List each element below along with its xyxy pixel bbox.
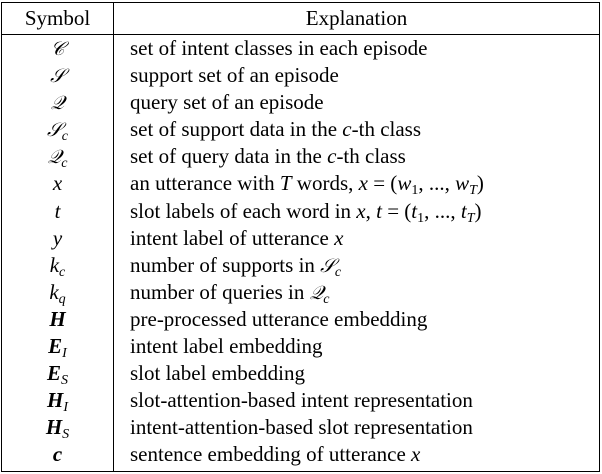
symbol-cell: kc (49, 252, 66, 280)
table-row: HS intent-attention-based slot represent… (2, 414, 599, 443)
explanation-cell: set of intent classes in each episode (130, 36, 428, 60)
explanation-cell: query set of an episode (130, 90, 324, 115)
table-body: 𝒞 set of intent classes in each episode … (2, 35, 599, 469)
explanation-cell: support set of an episode (130, 63, 339, 88)
symbol-cell: x (52, 171, 63, 196)
table-row: 𝒮 support set of an episode (2, 62, 599, 89)
explanation-cell: intent-attention-based slot representati… (130, 415, 473, 440)
header-explanation: Explanation (305, 6, 408, 30)
explanation-cell: set of query data in the c-th class (130, 144, 406, 169)
table-row: EI intent label embedding (2, 333, 599, 362)
symbol-cell: HS (45, 415, 70, 443)
explanation-cell: set of support data in the c-th class (130, 117, 422, 142)
symbol-cell: t (54, 198, 61, 223)
explanation-cell: sentence embedding of utterance x (130, 442, 421, 467)
symbol-cell: 𝒬c (47, 146, 68, 172)
header-symbol: Symbol (24, 6, 91, 30)
table-row: x an utterance with T words, x = (w1, ..… (2, 170, 599, 199)
table-row: H pre-processed utterance embedding (2, 306, 599, 333)
explanation-cell: number of supports in 𝒮c (130, 252, 342, 280)
explanation-cell: pre-processed utterance embedding (130, 306, 428, 331)
table-row: 𝒬 query set of an episode (2, 89, 599, 116)
explanation-cell: an utterance with T words, x = (w1, ...,… (130, 171, 484, 199)
table-row: 𝒮c set of support data in the c-th class (2, 116, 599, 145)
explanation-cell: number of queries in 𝒬c (130, 279, 330, 307)
table-row: t slot labels of each word in x, t = (t1… (2, 198, 599, 226)
table-row: y intent label of utterance x (2, 225, 599, 252)
table-row: HI slot-attention-based intent represent… (2, 387, 599, 416)
symbol-cell: 𝒬 (50, 92, 65, 115)
symbol-cell: ES (46, 361, 68, 389)
table-row: c sentence embedding of utterance x (2, 441, 599, 468)
table-row: 𝒬c set of query data in the c-th class (2, 143, 599, 172)
symbol-cell: EI (48, 334, 67, 362)
symbol-cell: c (52, 442, 63, 467)
table-row: 𝒞 set of intent classes in each episode (2, 35, 599, 62)
table-row: ES slot label embedding (2, 360, 599, 389)
column-divider (113, 3, 114, 471)
symbol-cell: kq (49, 279, 66, 307)
header-divider (2, 34, 599, 35)
symbol-cell: HI (46, 388, 68, 416)
table-row: kq number of queries in 𝒬c (2, 279, 599, 307)
symbol-cell: y (52, 225, 63, 250)
explanation-cell: intent label of utterance x (130, 225, 344, 250)
symbol-cell: 𝒮 (50, 65, 65, 88)
explanation-cell: slot-attention-based intent representati… (130, 388, 473, 413)
symbol-cell: 𝒞 (50, 38, 65, 60)
explanation-cell: intent label embedding (130, 334, 323, 359)
symbol-cell: 𝒮c (47, 119, 68, 145)
explanation-cell: slot labels of each word in x, t = (t1, … (130, 198, 482, 226)
explanation-cell: slot label embedding (130, 361, 305, 386)
symbol-cell: H (49, 306, 66, 331)
table-row: kc number of supports in 𝒮c (2, 252, 599, 280)
